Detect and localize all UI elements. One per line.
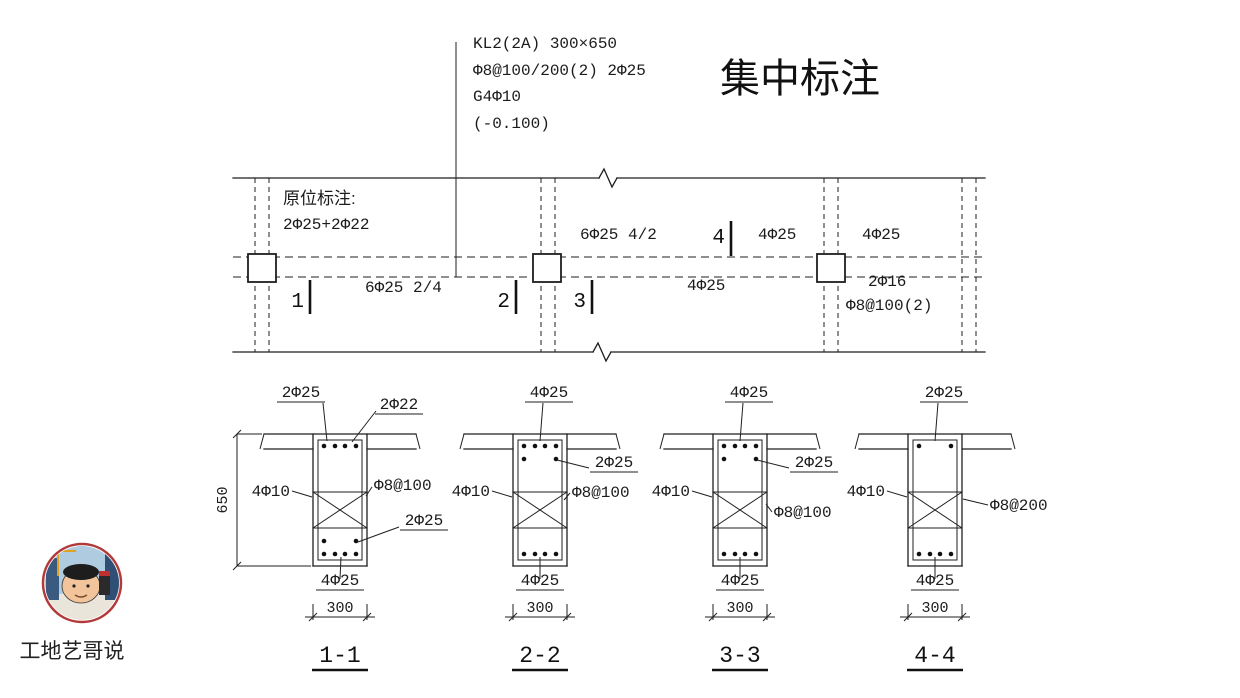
s1-height-value: 650 <box>215 486 232 513</box>
column-3 <box>816 253 846 283</box>
section-cut-marks: 1 2 3 4 <box>291 221 733 314</box>
insitu-bars: 2Φ25+2Φ22 <box>283 216 369 234</box>
s3-stirrup-label: Φ8@100 <box>774 504 832 522</box>
s2-bottom-bars-label: 4Φ25 <box>521 572 559 590</box>
s3-bottom-bars-label: 4Φ25 <box>721 572 759 590</box>
s4-top-bars-label: 2Φ25 <box>925 384 963 402</box>
s1-height-dimension: 650 <box>215 429 311 571</box>
beam-plan-view: 原位标注: 2Φ25+2Φ22 6Φ25 4/2 4Φ25 4Φ25 6Φ25 … <box>232 167 986 363</box>
span1-bottom-bars: 6Φ25 2/4 <box>365 279 442 297</box>
s4-width-dimension: 300 <box>900 600 970 622</box>
s1-bottom-bars-label: 4Φ25 <box>321 572 359 590</box>
cut-mark-3: 3 <box>573 291 586 314</box>
s3-width-value: 300 <box>726 600 753 617</box>
s2-top-bars-label: 4Φ25 <box>530 384 568 402</box>
s3-width-dimension: 300 <box>705 600 775 622</box>
insitu-label: 原位标注: <box>283 189 356 208</box>
column-2 <box>532 253 562 283</box>
concentrated-title: 集中标注 <box>720 56 880 101</box>
cross-section-2-2: 4Φ25 2Φ25 4Φ10 Φ8@100 4Φ25 300 2-2 <box>452 384 638 672</box>
s1-side-bars-label: 4Φ10 <box>252 483 290 501</box>
s4-section-label: 4-4 <box>914 643 955 669</box>
stirrup-outline <box>317 439 363 561</box>
rebar-dots <box>521 443 559 557</box>
s4-stirrup-label: Φ8@200 <box>990 497 1048 515</box>
cross-section-3-3: 4Φ25 2Φ25 4Φ10 Φ8@100 4Φ25 300 3-3 <box>652 384 838 672</box>
right-top-bars: 2Φ16 <box>868 273 906 291</box>
concentrated-line-2: Φ8@100/200(2) 2Φ25 <box>473 62 646 80</box>
break-hatch <box>512 491 568 529</box>
cut-mark-1: 1 <box>291 291 304 314</box>
rebar-dots <box>916 443 954 557</box>
break-hatch <box>907 491 963 529</box>
concentrated-line-4: (-0.100) <box>473 115 550 133</box>
s3-section-label: 3-3 <box>719 643 760 669</box>
s2-stirrup-label: Φ8@100 <box>572 484 630 502</box>
support2-top-bars: 6Φ25 4/2 <box>580 226 657 244</box>
span2-top-bars-b: 4Φ25 <box>862 226 900 244</box>
channel-name: 工地艺哥说 <box>20 640 125 663</box>
s4-side-bars-label: 4Φ10 <box>847 483 885 501</box>
cross-section-1-1: 2Φ25 2Φ22 4Φ10 Φ8@100 2Φ25 4Φ25 300 <box>215 384 448 672</box>
right-stirrup: Φ8@100(2) <box>846 297 932 315</box>
break-symbol-top <box>598 167 618 189</box>
break-hatch <box>712 491 768 529</box>
s1-stirrup-label: Φ8@100 <box>374 477 432 495</box>
concentrated-line-3: G4Φ10 <box>473 88 521 106</box>
s4-bottom-bars-label: 4Φ25 <box>916 572 954 590</box>
s4-width-value: 300 <box>921 600 948 617</box>
s2-section-label: 2-2 <box>519 643 560 669</box>
s2-width-dimension: 300 <box>505 600 575 622</box>
s3-top-bars-label: 4Φ25 <box>730 384 768 402</box>
s2-mid-bars-label: 2Φ25 <box>595 454 633 472</box>
break-symbol-bottom <box>592 341 612 363</box>
cut-mark-4: 4 <box>712 227 725 250</box>
s1-width-value: 300 <box>326 600 353 617</box>
s1-top-left-label: 2Φ25 <box>282 384 320 402</box>
break-hatch <box>312 491 368 529</box>
s1-top-right-label: 2Φ22 <box>380 396 418 414</box>
s1-mid-bars-label: 2Φ25 <box>405 512 443 530</box>
s2-side-bars-label: 4Φ10 <box>452 483 490 501</box>
rebar-dots <box>721 443 759 557</box>
s2-width-value: 300 <box>526 600 553 617</box>
column-1 <box>247 253 277 283</box>
rebar-dots <box>321 443 359 557</box>
s1-width-dimension: 300 <box>305 600 375 622</box>
s1-section-label: 1-1 <box>319 643 360 669</box>
channel-watermark: 工地艺哥说 <box>20 542 125 663</box>
s3-side-bars-label: 4Φ10 <box>652 483 690 501</box>
cut-mark-2: 2 <box>497 291 510 314</box>
grid-dashed-lines <box>254 178 977 352</box>
concentrated-annotation: KL2(2A) 300×650 Φ8@100/200(2) 2Φ25 G4Φ10… <box>455 35 646 277</box>
span2-top-bars-a: 4Φ25 <box>758 226 796 244</box>
s3-mid-bars-label: 2Φ25 <box>795 454 833 472</box>
concentrated-line-1: KL2(2A) 300×650 <box>473 35 617 53</box>
cross-section-4-4: 2Φ25 4Φ10 Φ8@200 4Φ25 300 4-4 <box>847 384 1048 672</box>
span2-bottom-bars: 4Φ25 <box>687 277 725 295</box>
